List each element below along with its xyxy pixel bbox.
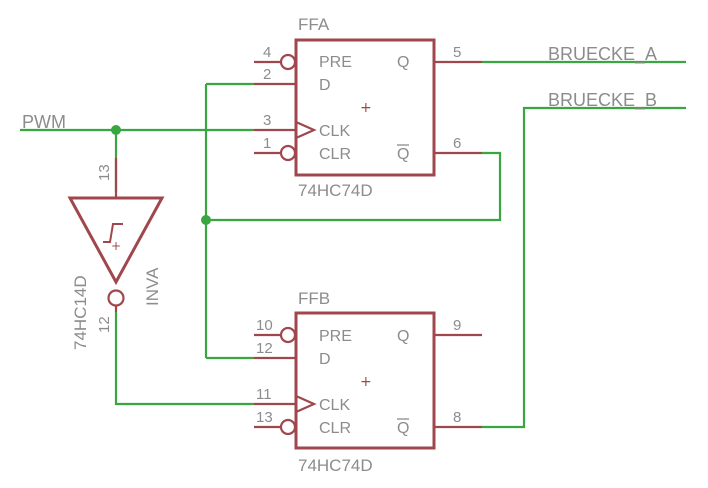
inva-pin-num-out: 12 — [96, 316, 113, 333]
ffb-origin-mark: + — [360, 374, 372, 390]
ffa-pin-num-d: 2 — [263, 66, 271, 83]
ffa-clk-triangle — [295, 120, 317, 140]
ffa-pre-label: PRE — [319, 54, 352, 71]
junction-dot-pwm — [111, 125, 121, 135]
flip-flop-ffb: FFB 74HC74D + PRE D CLK CLR Q Q 10 12 11… — [254, 289, 482, 475]
ffa-origin-mark: + — [360, 100, 372, 116]
ffa-value: 74HC74D — [298, 181, 373, 200]
ffb-value: 74HC74D — [298, 456, 373, 475]
schmitt-trigger-icon — [103, 223, 123, 243]
ffb-qbar-label: Q — [397, 420, 409, 437]
ffa-clr-label: CLR — [319, 146, 351, 163]
ffa-clk-label: CLK — [319, 123, 350, 140]
inverter-inva: + 13 12 74HC14D INVA — [67, 158, 165, 350]
ffb-pre-label: PRE — [319, 328, 352, 345]
ffa-pre-bubble — [279, 53, 297, 71]
junction-dot-feedback — [201, 215, 211, 225]
ffb-pin-num-qbar: 8 — [453, 409, 461, 426]
ffa-q-label: Q — [397, 54, 409, 71]
ffb-clr-bubble — [279, 418, 297, 436]
ffb-pin-num-q: 9 — [453, 317, 461, 334]
net-label-bruecke-a: BRUECKE_A — [548, 44, 657, 65]
ffb-pin-num-pre: 10 — [256, 317, 273, 334]
inva-name: INVA — [143, 267, 162, 306]
wires — [20, 60, 686, 429]
ffb-d-label: D — [319, 351, 331, 368]
ffb-pin-num-d: 12 — [256, 340, 273, 357]
ffa-qbar-label: Q — [397, 146, 409, 163]
ffb-name: FFB — [298, 289, 330, 308]
ffa-body — [294, 38, 436, 177]
net-inverter-out-wire — [114, 312, 254, 406]
ffa-pin-num-q: 5 — [453, 44, 461, 61]
net-label-pwm: PWM — [22, 112, 66, 132]
flip-flop-ffa: FFA 74HC74D + PRE D CLK CLR Q Q 4 2 3 1 … — [254, 15, 482, 200]
net-feedback-wire — [206, 151, 502, 222]
ffb-q-label: Q — [397, 328, 409, 345]
inva-output-bubble — [107, 289, 125, 307]
ffb-pre-bubble — [279, 326, 297, 344]
ffa-clr-bubble — [279, 144, 297, 162]
ffb-clk-triangle — [295, 394, 317, 414]
ffa-pin-num-clr: 1 — [263, 135, 271, 152]
net-label-bruecke-b: BRUECKE_B — [548, 90, 657, 111]
ffa-pin-num-qbar: 6 — [453, 135, 461, 152]
inva-value: 74HC14D — [71, 275, 90, 350]
net-bruecke-b-wire — [482, 106, 686, 429]
inva-triangle — [67, 196, 165, 286]
inva-origin-mark: + — [111, 239, 121, 253]
ffb-clr-label: CLR — [319, 420, 351, 437]
ffb-pin-num-clr: 13 — [256, 409, 273, 426]
ffb-clk-label: CLK — [319, 397, 350, 414]
ffa-pin-num-pre: 4 — [263, 44, 271, 61]
ffb-body — [294, 311, 436, 450]
ffa-d-label: D — [319, 77, 331, 94]
ffa-pin-num-clk: 3 — [263, 112, 271, 129]
ffa-name: FFA — [298, 15, 330, 34]
inva-pin-num-in: 13 — [96, 164, 113, 181]
ffb-pin-num-clk: 11 — [256, 386, 272, 403]
